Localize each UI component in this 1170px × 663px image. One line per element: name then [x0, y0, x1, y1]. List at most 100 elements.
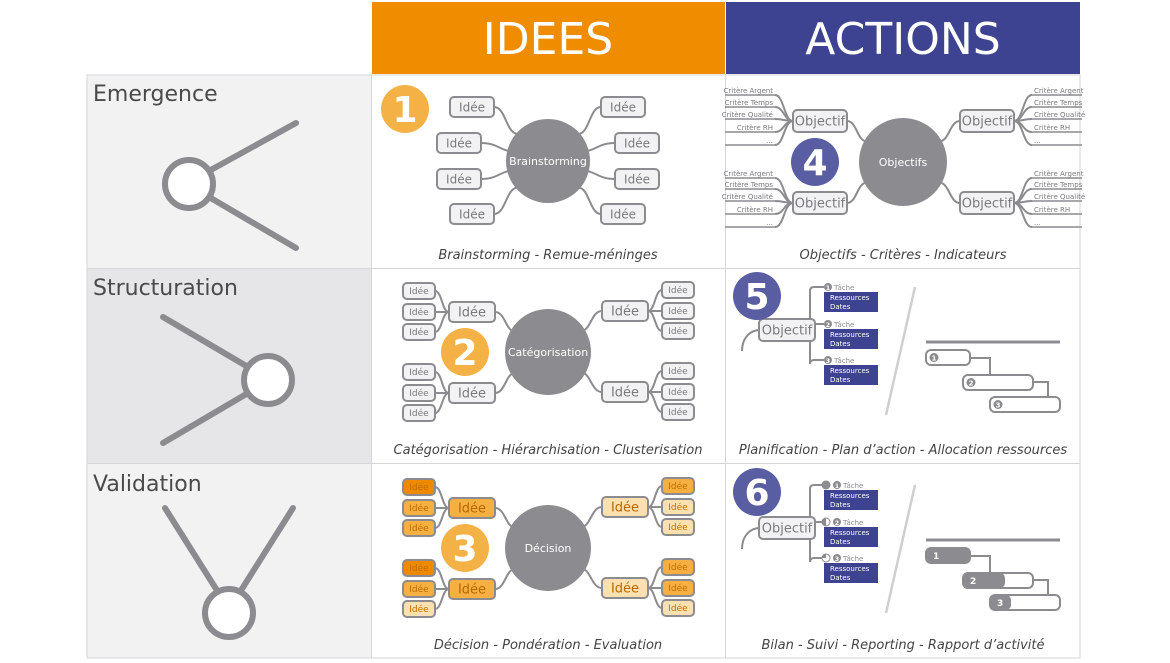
connector	[938, 120, 961, 143]
sub-idea-node	[661, 599, 695, 617]
gantt-bar	[989, 396, 1061, 413]
gantt-bar	[925, 349, 971, 366]
idea-node-label: Idée	[611, 305, 639, 320]
step-badge-1	[381, 85, 429, 133]
sub-idea-node-label: Idée	[409, 286, 429, 297]
idea-node-label: Idée	[459, 100, 485, 114]
task-number: 2	[826, 322, 830, 329]
caption-cell-3: Décision - Pondération - Evaluation	[434, 638, 662, 653]
sub-idea-node-label: Idée	[668, 387, 688, 398]
connector	[493, 106, 519, 135]
criterion-label: Critère Qualité	[722, 111, 773, 119]
connector	[647, 566, 663, 589]
task-label: Tâche	[833, 284, 854, 292]
sub-idea-node	[661, 477, 695, 495]
idea-node	[448, 578, 496, 600]
sub-idea-node	[402, 600, 436, 618]
connector	[647, 370, 663, 393]
sub-idea-node-label: Idée	[409, 523, 429, 534]
idea-node	[601, 577, 649, 599]
criterion-label: Critère Argent	[1034, 170, 1084, 178]
criterion-label: ...	[766, 137, 773, 145]
step-badge-5	[733, 272, 781, 320]
sub-idea-node	[661, 498, 695, 516]
sub-idea-node-label: Idée	[409, 584, 429, 595]
idea-node-label: Idée	[459, 207, 485, 221]
idea-node-label: Idée	[611, 386, 639, 401]
sub-idea-node-label: Idée	[668, 522, 688, 533]
task-number-badge	[824, 356, 832, 364]
step-badge-number: 3	[452, 529, 477, 570]
sub-idea-node	[402, 499, 436, 517]
task-number-badge	[824, 320, 832, 328]
sub-idea-node-label: Idée	[409, 367, 429, 378]
idea-node	[448, 497, 496, 519]
step-badge-number: 4	[802, 143, 827, 184]
sub-idea-node-label: Idée	[668, 562, 688, 573]
caption-cell-5: Planification - Plan d’action - Allocati…	[739, 443, 1068, 458]
idea-node-label: Idée	[446, 172, 472, 186]
objective-node-label: Objectif	[762, 324, 813, 339]
sub-idea-node-label: Idée	[668, 407, 688, 418]
step-badge-2	[441, 328, 489, 376]
objective-node-label: Objectif	[795, 197, 846, 212]
idea-node	[600, 96, 646, 118]
gantt-bar-label: 1	[933, 552, 939, 562]
connector	[434, 311, 450, 333]
idea-node-label: Idée	[611, 582, 639, 597]
task-dates: Dates	[830, 538, 851, 546]
idea-node-label: Idée	[610, 100, 636, 114]
objective-node	[758, 516, 816, 540]
sub-idea-node	[661, 322, 695, 340]
sub-idea-node	[402, 519, 436, 537]
connector	[1013, 120, 1033, 146]
central-node	[505, 309, 591, 395]
task-number: 3	[835, 556, 839, 563]
connector	[741, 527, 761, 550]
convergence-icon	[160, 314, 295, 446]
gantt-bar-label: 3	[997, 599, 1003, 609]
criterion-label: Critère RH	[1034, 206, 1070, 214]
task-number-badge	[833, 481, 841, 489]
sub-idea-node-label: Idée	[668, 285, 688, 296]
sub-idea-node	[402, 282, 436, 300]
task-label: Tâche	[842, 519, 863, 527]
central-node-label: Catégorisation	[508, 346, 588, 359]
task-box	[824, 527, 878, 547]
idea-node	[448, 382, 496, 404]
gantt-bar-label: 3	[996, 402, 1001, 410]
sub-idea-node	[661, 518, 695, 536]
idea-node-label: Idée	[458, 306, 486, 321]
gantt-dependency	[1033, 579, 1049, 595]
task-label: Tâche	[842, 482, 863, 490]
task-dates: Dates	[830, 501, 851, 509]
gantt-dependency	[970, 357, 991, 375]
task-dates: Dates	[830, 376, 851, 384]
task-number: 1	[835, 483, 839, 490]
connector	[434, 392, 450, 414]
sub-idea-node	[402, 580, 436, 598]
task-number: 3	[826, 358, 830, 365]
connector	[647, 310, 663, 332]
central-node	[859, 118, 947, 206]
central-node-label: Brainstorming	[509, 155, 587, 168]
idea-node-label: Idée	[446, 136, 472, 150]
connector	[434, 567, 450, 590]
gantt-progress	[926, 548, 970, 563]
connector	[809, 330, 824, 365]
idea-node	[601, 496, 649, 518]
sub-idea-node	[402, 559, 436, 577]
idea-node	[601, 300, 649, 322]
sub-idea-node	[402, 303, 436, 321]
objective-node	[792, 109, 848, 133]
progress-icon	[821, 480, 831, 490]
sub-idea-node	[402, 363, 436, 381]
criterion-label: ...	[766, 219, 773, 227]
connector	[647, 289, 663, 312]
idea-node	[436, 132, 482, 154]
gantt-bar	[962, 374, 1034, 391]
row-label-structuration: Structuration	[93, 276, 238, 301]
task-resources: Ressources	[830, 367, 870, 375]
objective-node	[959, 191, 1015, 215]
